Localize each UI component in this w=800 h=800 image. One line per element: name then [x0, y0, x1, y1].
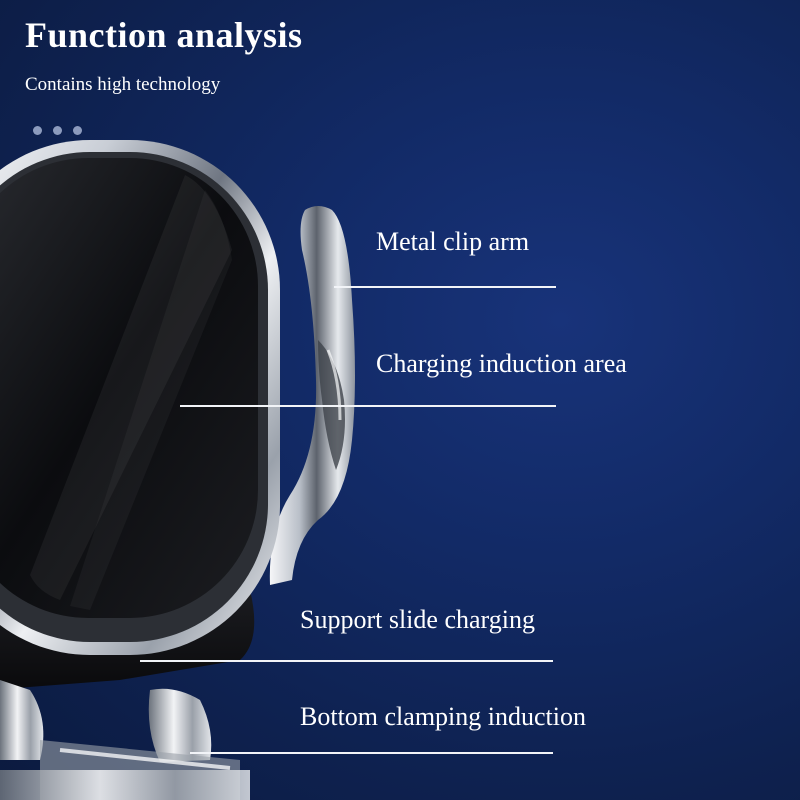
- clip-arm: [269, 206, 355, 585]
- callout-bottom-clamping-induction: Bottom clamping induction: [300, 702, 586, 731]
- callout-charging-induction-area: Charging induction area: [376, 349, 627, 378]
- bottom-clamp: [0, 680, 250, 800]
- dot-indicator: [73, 126, 82, 135]
- dot-indicator: [53, 126, 62, 135]
- callout-metal-clip-arm: Metal clip arm: [376, 227, 530, 256]
- callout-leader-line: [140, 660, 553, 662]
- callout-leader-line: [180, 405, 556, 407]
- callout-leader-line: [334, 286, 556, 288]
- page-subtitle: Contains high technology: [25, 74, 221, 95]
- page-title: Function analysis: [25, 15, 303, 55]
- callout-support-slide-charging: Support slide charging: [300, 605, 535, 634]
- pagination-dots: [33, 126, 82, 135]
- callout-leader-line: [190, 752, 553, 754]
- dot-indicator: [33, 126, 42, 135]
